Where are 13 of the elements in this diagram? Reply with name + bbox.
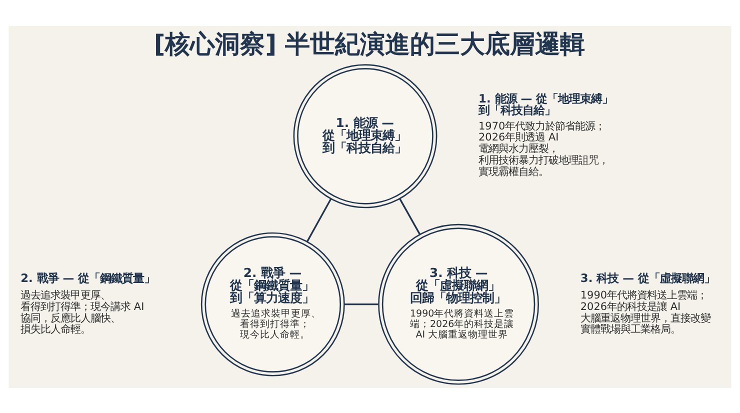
node-label: 1970年代致力於節省能源；2026年則透過 AI 電網與水力壓裂，利用技術暴力打破地理詛咒，實現霸權自給。	[478, 120, 609, 178]
connector	[398, 198, 421, 234]
node-label: 2. 戰爭 — 從「鋼鐵質量」	[20, 270, 156, 285]
connector	[344, 302, 378, 305]
node-label: 過去追求裝甲更厚、看得到打得準；現今講求 AI 協同，反應比人腦快、損失比人命輕。	[20, 288, 144, 336]
node-label: 1. 能源 — 從「地理束縛」到「科技自給」	[478, 90, 614, 116]
node-label: 3. 科技 — 從「虛擬聯網」	[580, 270, 715, 285]
node-circle: 2. 戰爭 — 從「鋼鐵質量」到「算力速度」 過去追求裝甲更厚、看得到打得準；現今比人命輕。	[200, 232, 345, 376]
node-circle: 1. 能源 — 從「地理束縛」到「科技自給」	[293, 64, 438, 208]
node-circle: 3. 科技 — 從「虛擬聯網」回歸「物理控制」 1990年代將資料送上雲端；2026年的科技是讓 AI 大腦重返物理世界	[378, 223, 539, 384]
connector	[306, 198, 332, 242]
diagram-title: [核心洞察] 半世紀演進的三大底層邏輯	[154, 28, 586, 58]
node-label: 1990年代將資料送上雲端；2026年的科技是讓 AI 大腦重返物理世界，直接改變實體戰場與工業格局。	[580, 288, 710, 336]
